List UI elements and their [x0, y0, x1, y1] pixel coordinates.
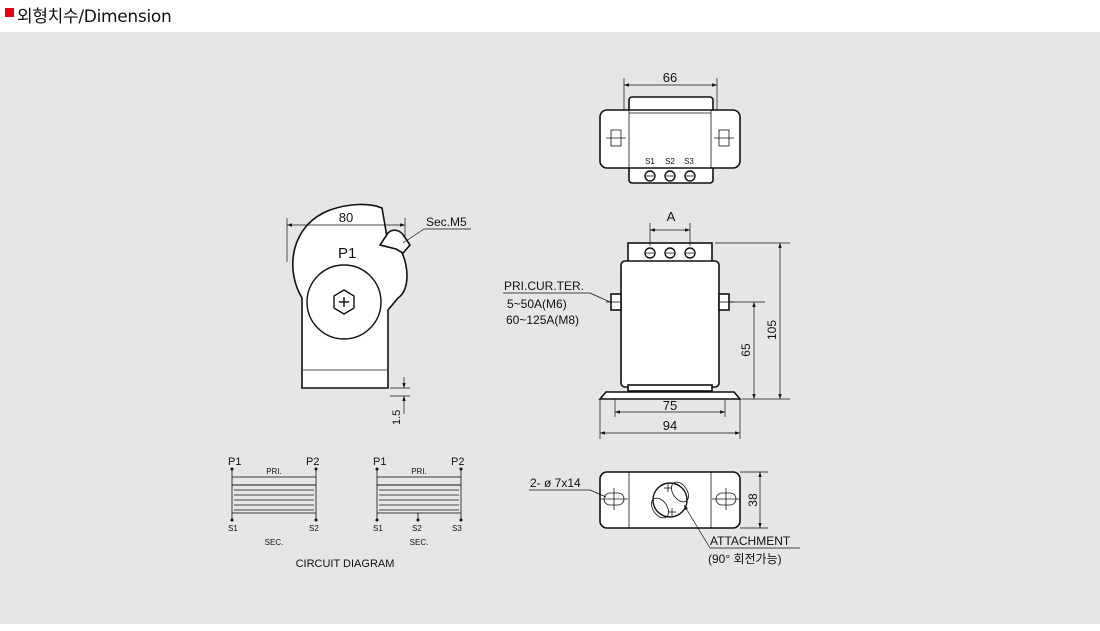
red-square-icon — [5, 8, 14, 17]
pri-range-2: 60~125A(M8) — [506, 313, 579, 327]
top-terminal-s2: S2 — [665, 157, 675, 166]
circuit-right-s3: S3 — [452, 524, 462, 533]
circuit-left-p2: P2 — [306, 456, 319, 468]
circuit-right-s1: S1 — [373, 524, 383, 533]
height-total-label: 105 — [765, 320, 779, 340]
side-body — [292, 203, 408, 389]
sec-terminal-label: Sec.M5 — [426, 215, 467, 229]
side-width-label: 80 — [339, 210, 353, 225]
circuit-right-s2: S2 — [412, 524, 422, 533]
terminal-pitch-label: A — [667, 209, 676, 224]
circuit-left-s2: S2 — [309, 524, 319, 533]
pri-terminal-label: PRI.CUR.TER. — [504, 279, 584, 293]
circuit-diagram-right — [375, 467, 463, 522]
circuit-left-s1: S1 — [228, 524, 238, 533]
circuit-right-pri: PRI. — [411, 467, 427, 476]
front-body — [620, 260, 720, 388]
bottom-depth-label: 38 — [746, 493, 760, 507]
primary-ring — [306, 264, 382, 340]
holes-label: 2- ø 7x14 — [530, 476, 581, 490]
attachment-label: ATTACHMENT — [710, 534, 791, 548]
top-terminal-s3: S3 — [684, 157, 694, 166]
circuit-right-sec: SEC. — [410, 538, 429, 547]
base-thickness-label: 1.5 — [391, 410, 403, 425]
bottom-view — [529, 471, 800, 549]
top-terminal-s1: S1 — [645, 157, 655, 166]
bottom-plate — [599, 471, 741, 529]
height-center-label: 65 — [739, 343, 753, 357]
circuit-left-sec: SEC. — [265, 538, 284, 547]
pri-range-1: 5~50A(M6) — [507, 297, 567, 311]
circuit-diagram-left — [230, 467, 318, 522]
circuit-left-p1: P1 — [228, 456, 241, 468]
top-width-label: 66 — [663, 70, 677, 85]
circuit-right-p2: P2 — [451, 456, 464, 468]
top-view — [599, 78, 741, 184]
top-plate — [599, 109, 741, 169]
front-view — [503, 223, 790, 439]
base-outer-label: 94 — [663, 418, 677, 433]
section-title: 외형치수/Dimension — [17, 7, 172, 27]
primary-label: P1 — [338, 245, 356, 262]
section-header: 외형치수/Dimension — [0, 0, 1100, 32]
circuit-left-pri: PRI. — [266, 467, 282, 476]
base-inner-label: 75 — [663, 398, 677, 413]
primary-bolt-icon — [333, 289, 355, 315]
dimension-panel — [0, 32, 1100, 624]
circuit-right-p1: P1 — [373, 456, 386, 468]
circuit-caption: CIRCUIT DIAGRAM — [296, 558, 395, 570]
attachment-note: (90° 회전가능) — [708, 552, 782, 566]
side-view — [286, 203, 471, 414]
